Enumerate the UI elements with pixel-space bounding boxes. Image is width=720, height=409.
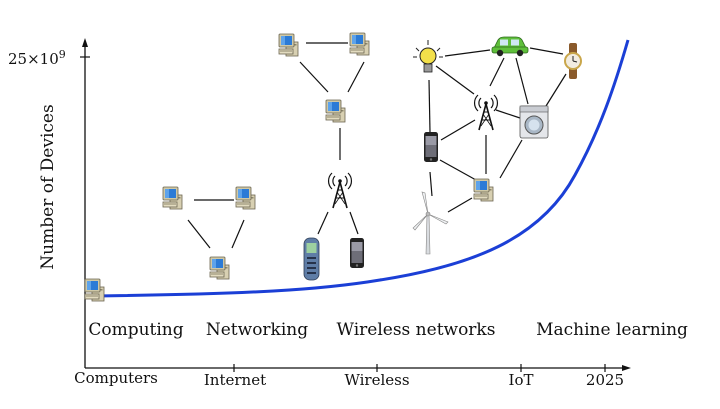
era-wireless-networks: Wireless networks bbox=[337, 320, 496, 340]
era-computing: Computing bbox=[88, 320, 183, 340]
x-tick-wireless: Wireless bbox=[344, 371, 409, 389]
desktop-computer-icon bbox=[349, 32, 370, 56]
y-axis-max-label: 25×109 bbox=[8, 48, 66, 68]
x-tick-iot: IoT bbox=[509, 371, 534, 389]
era-machine-learning: Machine learning bbox=[536, 320, 688, 340]
desktop-computer-icon bbox=[209, 256, 230, 280]
desktop-computer-icon bbox=[162, 186, 183, 210]
networking-cluster bbox=[162, 186, 256, 280]
x-tick-computers: Computers bbox=[74, 369, 158, 387]
iot-cluster bbox=[412, 36, 582, 255]
growth-curve bbox=[95, 39, 630, 298]
wind-turbine-icon bbox=[412, 191, 449, 255]
era-networking: Networking bbox=[206, 320, 308, 340]
washing-machine-icon bbox=[519, 105, 549, 139]
light-bulb-icon bbox=[413, 40, 443, 73]
wristwatch-icon bbox=[564, 43, 582, 79]
cell-tower-icon bbox=[327, 172, 353, 209]
cell-tower-icon bbox=[473, 94, 499, 131]
car-icon bbox=[491, 36, 529, 57]
smartphone-icon bbox=[350, 238, 364, 268]
desktop-computer-icon bbox=[325, 99, 346, 123]
y-axis-title: Number of Devices bbox=[38, 104, 58, 269]
desktop-computer-icon bbox=[278, 33, 299, 57]
smartphone-icon bbox=[424, 132, 438, 162]
desktop-computer-icon bbox=[473, 178, 494, 202]
axes bbox=[80, 38, 631, 372]
wireless-cluster bbox=[278, 32, 370, 281]
feature-phone-icon bbox=[303, 237, 320, 281]
x-tick-internet: Internet bbox=[204, 371, 266, 389]
desktop-computer-icon bbox=[235, 186, 256, 210]
desktop-computer-icon bbox=[84, 278, 105, 302]
x-tick-2025: 2025 bbox=[586, 371, 624, 389]
